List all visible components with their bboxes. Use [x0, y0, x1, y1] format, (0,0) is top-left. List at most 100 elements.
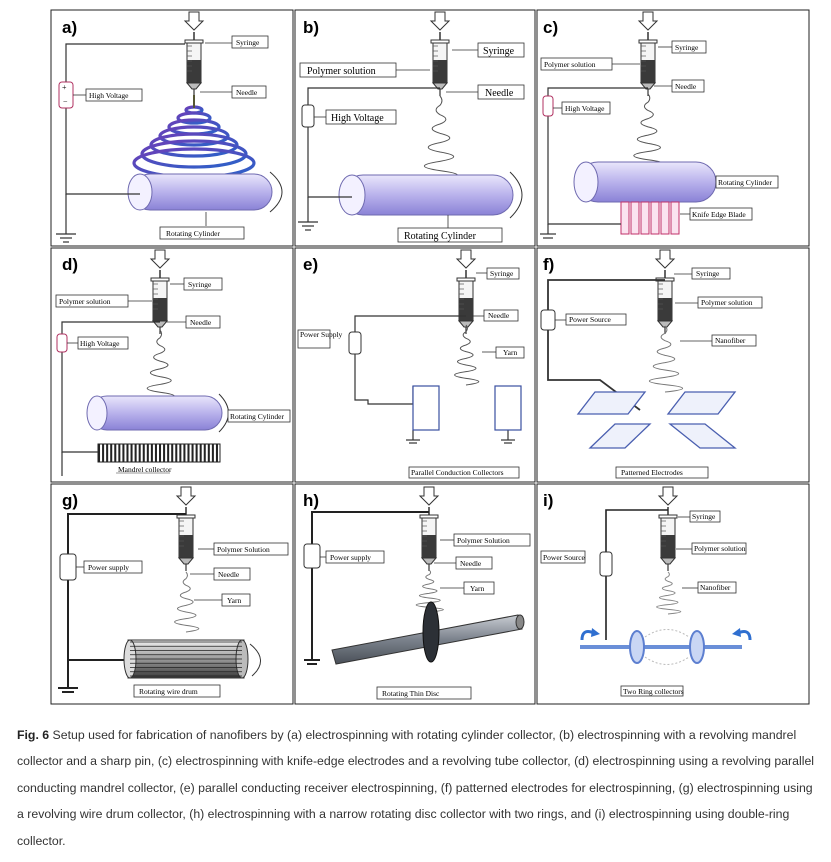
label-syringe: Syringe [675, 43, 699, 52]
label-polymer-solution: Polymer solution [307, 66, 376, 77]
label-mandrel-collector: Mandrel collector [118, 465, 172, 474]
svg-text:−: − [63, 97, 68, 106]
label-syringe: Syringe [236, 38, 260, 47]
nanofiber-setup-figure: a) b) c) d) e) f) g) h) i) [50, 9, 810, 705]
label-polymer-solution: Polymer solution [544, 60, 596, 69]
panel-letter-b: b) [303, 18, 319, 37]
power-supply-source [59, 553, 77, 581]
syringe-icon [455, 249, 477, 334]
circuit-wires [56, 43, 185, 243]
panel-c: Syringe Polymer solution Needle High Vol… [540, 11, 779, 239]
label-syringe: Syringe [692, 512, 716, 521]
label-rotating-cylinder: Rotating Cylinder [166, 229, 220, 238]
label-knife-edge-blade: Knife Edge Blade [692, 210, 746, 219]
label-needle: Needle [460, 559, 482, 568]
rotating-cylinder [573, 161, 717, 203]
power-supply-source [303, 543, 321, 569]
syringe-icon [429, 11, 451, 96]
label-polymer-solution: Polymer solution [701, 298, 753, 307]
label-rotating-cylinder: Rotating Cylinder [718, 178, 772, 187]
panel-d: Syringe Polymer solution Needle High Vol… [55, 249, 291, 476]
label-polymer-solution: Polymer solution [59, 297, 111, 306]
two-ring-collectors [580, 628, 752, 665]
label-nanofiber: Nanofiber [700, 583, 731, 592]
circuit-wires [58, 513, 186, 693]
panel-f: Syringe Power Source Polymer solution Na… [540, 249, 763, 479]
label-polymer-solution: Polymer Solution [457, 536, 510, 545]
label-syringe: Syringe [490, 269, 514, 278]
syringe-icon [657, 486, 679, 571]
label-high-voltage: High Voltage [89, 91, 129, 100]
label-rotating-cylinder: Rotating Cylinder [230, 412, 284, 421]
panel-letter-h: h) [303, 491, 319, 510]
label-needle: Needle [488, 311, 510, 320]
panel-i: Syringe Power Source Polymer solution Na… [540, 486, 752, 697]
syringe-icon [175, 486, 197, 571]
panel-g: Polymer Solution Power supply Needle Yar… [58, 486, 289, 698]
label-nanofiber: Nanofiber [715, 336, 746, 345]
power-supply-source [348, 331, 362, 355]
fiber-whip [633, 93, 665, 169]
panel-frames [50, 9, 810, 705]
fiber-cone-gray [648, 325, 684, 393]
rotating-cylinder [86, 393, 229, 433]
fiber-whip [423, 95, 459, 181]
label-power-supply: Power supply [88, 563, 129, 572]
label-high-voltage: High Voltage [565, 104, 605, 113]
fiber-whip [454, 324, 480, 386]
syringe-icon [418, 486, 440, 571]
circuit-wires [304, 511, 429, 665]
patterned-electrodes [576, 391, 737, 449]
label-power-source: Power Source [543, 553, 586, 562]
circuit-wires [605, 509, 668, 640]
label-needle: Needle [190, 318, 212, 327]
fiber-whip [656, 571, 682, 615]
label-syringe: Syringe [696, 269, 720, 278]
high-voltage-source [56, 333, 68, 353]
label-high-voltage: High Voltage [331, 113, 384, 124]
panel-letter-g: g) [62, 491, 78, 510]
label-yarn: Yarn [503, 348, 517, 357]
rotating-cylinder [338, 171, 523, 219]
figure-caption: Fig. 6 Setup used for fabrication of nan… [17, 722, 817, 854]
label-needle: Needle [485, 88, 514, 99]
syringe-icon [654, 249, 676, 334]
circuit-wires [61, 321, 160, 476]
label-rotating-thin-disc: Rotating Thin Disc [382, 689, 440, 698]
panel-letter-c: c) [543, 18, 558, 37]
wire-drum [123, 639, 261, 679]
label-polymer-solution: Polymer Solution [217, 545, 270, 554]
label-needle: Needle [675, 82, 697, 91]
label-rotating-cylinder: Rotating Cylinder [404, 231, 477, 242]
caption-label: Fig. 6 [17, 728, 50, 742]
high-voltage-source: + − [58, 81, 74, 109]
panel-letter-a: a) [62, 18, 77, 37]
power-source [599, 551, 613, 577]
fiber-whip [146, 329, 175, 401]
knife-edge-blades [620, 201, 680, 235]
label-rotating-wire-drum: Rotating wire drum [139, 687, 198, 696]
label-needle: Needle [236, 88, 258, 97]
fiber-whip [174, 571, 200, 633]
label-parallel-collectors: Parallel Conduction Collectors [411, 468, 504, 477]
panel-h: Polymer Solution Power supply Needle Yar… [303, 486, 531, 700]
panel-a: + − Syringe Needle High Voltage Rotating… [56, 11, 283, 243]
rotating-thin-disc [331, 601, 525, 665]
panel-e: Syringe Needle Power Supply Yarn Paralle… [297, 249, 525, 479]
label-yarn: Yarn [227, 596, 241, 605]
fiber-cone [132, 105, 256, 179]
label-yarn: Yarn [470, 584, 484, 593]
label-power-supply: Power supply [330, 553, 371, 562]
power-source [540, 309, 556, 331]
label-syringe: Syringe [188, 280, 212, 289]
fiber-whip [415, 569, 444, 613]
circuit-wires [547, 279, 665, 411]
circuit-wires [540, 87, 648, 239]
caption-text: Setup used for fabrication of nanofibers… [17, 728, 815, 848]
label-power-supply: Power Supply [300, 330, 343, 339]
high-voltage-source [542, 95, 554, 117]
label-patterned-electrodes: Patterned Electrodes [621, 468, 683, 477]
high-voltage-source [301, 104, 315, 128]
panel-b: Syringe Polymer solution Needle High Vol… [298, 11, 525, 243]
